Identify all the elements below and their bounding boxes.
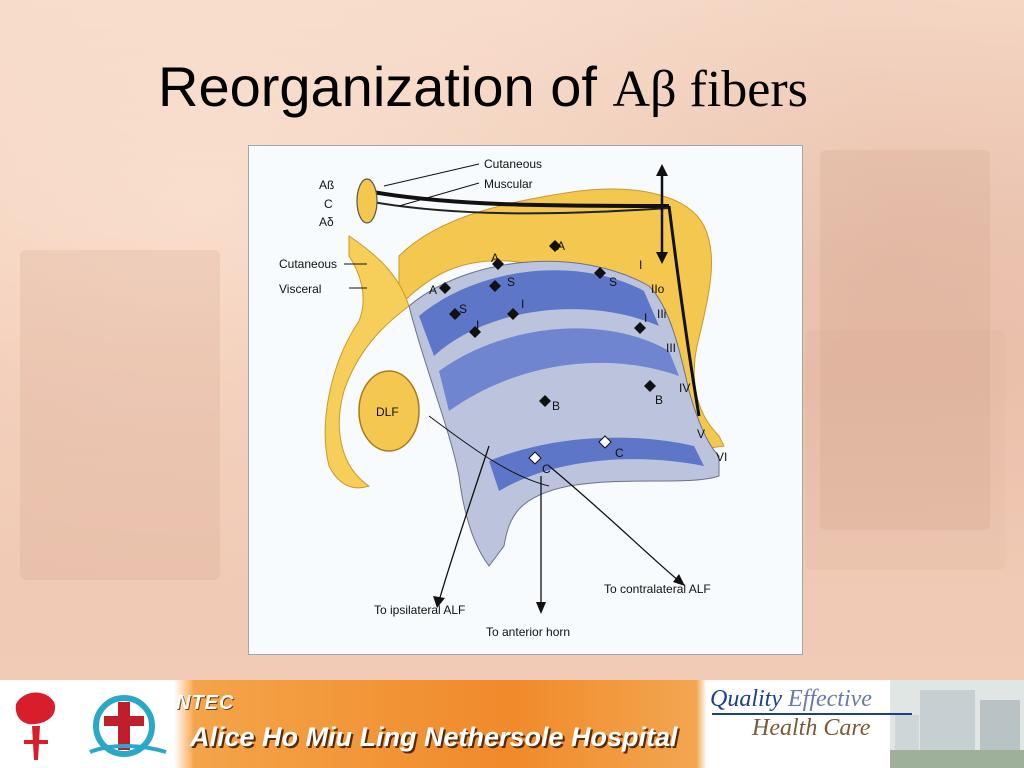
label-cutaneous-top: Cutaneous (484, 157, 542, 171)
label-to-contralateral-alf: To contralateral ALF (604, 582, 711, 596)
cell-label-a3: A (557, 239, 565, 253)
footer-banner (0, 680, 1024, 768)
background-text-block (805, 330, 1005, 570)
cell-label-a2: A (491, 251, 499, 265)
label-lamina-iii2: III (666, 341, 676, 355)
tagline-effective: Effective (788, 686, 872, 712)
diagram-svg: Aß C Aδ Cutaneous Muscular Cutaneous Vis… (279, 157, 727, 639)
cell-label-b2: B (655, 393, 663, 407)
tagline-rule (712, 713, 912, 715)
label-ad: Aδ (319, 215, 334, 229)
slide-title: Reorganization of Aβ fibers (158, 52, 958, 122)
cell-label-b1: B (552, 399, 560, 413)
gray-matter-body (408, 260, 720, 567)
label-ab: Aß (319, 178, 334, 192)
label-muscular: Muscular (484, 177, 533, 191)
cell-label-i3: I (644, 311, 647, 325)
hospital-cross-logo-icon (89, 695, 167, 757)
label-dlf: DLF (376, 405, 399, 419)
cell-label-s3: S (609, 275, 617, 289)
label-to-ipsilateral-alf: To ipsilateral ALF (374, 603, 465, 617)
background-building-left (20, 250, 220, 580)
cell-label-s2: S (507, 275, 515, 289)
hospital-name: Alice Ho Miu Ling Nethersole Hospital (190, 722, 678, 752)
dlf-ellipse (358, 370, 420, 452)
cell-label-s1: S (459, 302, 467, 316)
spinal-cord-diagram: Aß C Aδ Cutaneous Muscular Cutaneous Vis… (248, 145, 803, 655)
tagline-quality: Quality (710, 686, 782, 712)
label-cutaneous-left: Cutaneous (279, 257, 337, 271)
label-lamina-vi: VI (716, 450, 727, 464)
title-suffix: Aβ fibers (612, 61, 808, 118)
lamina-band-blue-lower (489, 437, 704, 491)
label-lamina-iio: IIo (651, 282, 665, 296)
cell-label-c2: C (615, 446, 624, 460)
background-building-right (820, 150, 990, 530)
label-to-anterior-horn: To anterior horn (486, 625, 570, 639)
title-prefix: Reorganization of (158, 55, 613, 118)
cell-label-a1: A (429, 283, 437, 297)
lamina-band-blue-upper (419, 270, 659, 356)
root-bundle (356, 178, 378, 224)
ntec-logo-icon (15, 692, 56, 760)
cell-label-i1: I (476, 318, 479, 332)
label-lamina-iii: IIi (657, 307, 666, 321)
cell-label-i2: I (521, 297, 524, 311)
tagline-quality-effective: Quality Effective (710, 686, 872, 713)
label-lamina-v: V (697, 427, 705, 441)
label-lamina-iv: IV (679, 381, 690, 395)
label-lamina-i: I (639, 258, 642, 272)
cell-label-c1: C (542, 462, 551, 476)
ntec-text: NTEC (176, 692, 235, 714)
label-visceral: Visceral (279, 282, 321, 296)
tagline-health-care: Health Care (752, 715, 871, 741)
lamina-band-blue-middle (439, 328, 679, 411)
hospital-building-icon (890, 680, 1024, 768)
label-c-fiber: C (324, 197, 333, 211)
